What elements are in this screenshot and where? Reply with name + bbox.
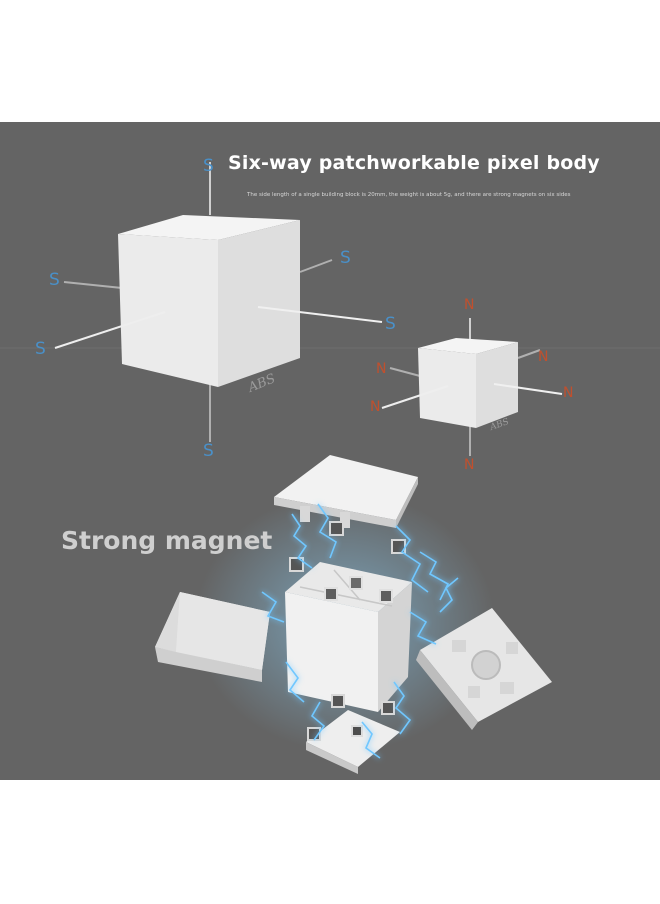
- pole-label-left: N: [376, 361, 387, 377]
- pole-label-front: S: [35, 339, 46, 359]
- pole-label-front: N: [370, 399, 381, 415]
- pole-label-right: S: [385, 314, 396, 334]
- pole-label-back: N: [538, 349, 549, 365]
- pole-label-right: N: [563, 385, 574, 401]
- strong-magnet-label: Strong magnet: [61, 526, 273, 555]
- pole-label-back: S: [340, 248, 351, 268]
- pole-label-bottom: S: [203, 441, 214, 461]
- left-panel: [155, 592, 270, 682]
- exploded-cube: [155, 455, 552, 774]
- headline: Six-way patchworkable pixel body: [228, 152, 600, 174]
- right-panel: [416, 608, 552, 730]
- product-image-panel: Six-way patchworkable pixel body The sid…: [0, 122, 660, 780]
- spec-caption: The side length of a single building blo…: [247, 192, 571, 198]
- pole-label-left: S: [49, 270, 60, 290]
- big-cube: [54, 162, 383, 442]
- bottom-panel: [306, 710, 400, 774]
- pole-label-top: S: [203, 156, 214, 176]
- centre-open-cube: [285, 562, 412, 712]
- pole-label-bottom: N: [464, 457, 475, 473]
- pole-label-top: N: [464, 297, 475, 313]
- top-lid: [274, 455, 418, 528]
- lightning-arcs: [261, 503, 459, 759]
- cube-illustration: [0, 162, 660, 774]
- bottom-margin: [0, 780, 660, 904]
- small-cube: [381, 318, 563, 456]
- magnet-blocks: [289, 521, 406, 741]
